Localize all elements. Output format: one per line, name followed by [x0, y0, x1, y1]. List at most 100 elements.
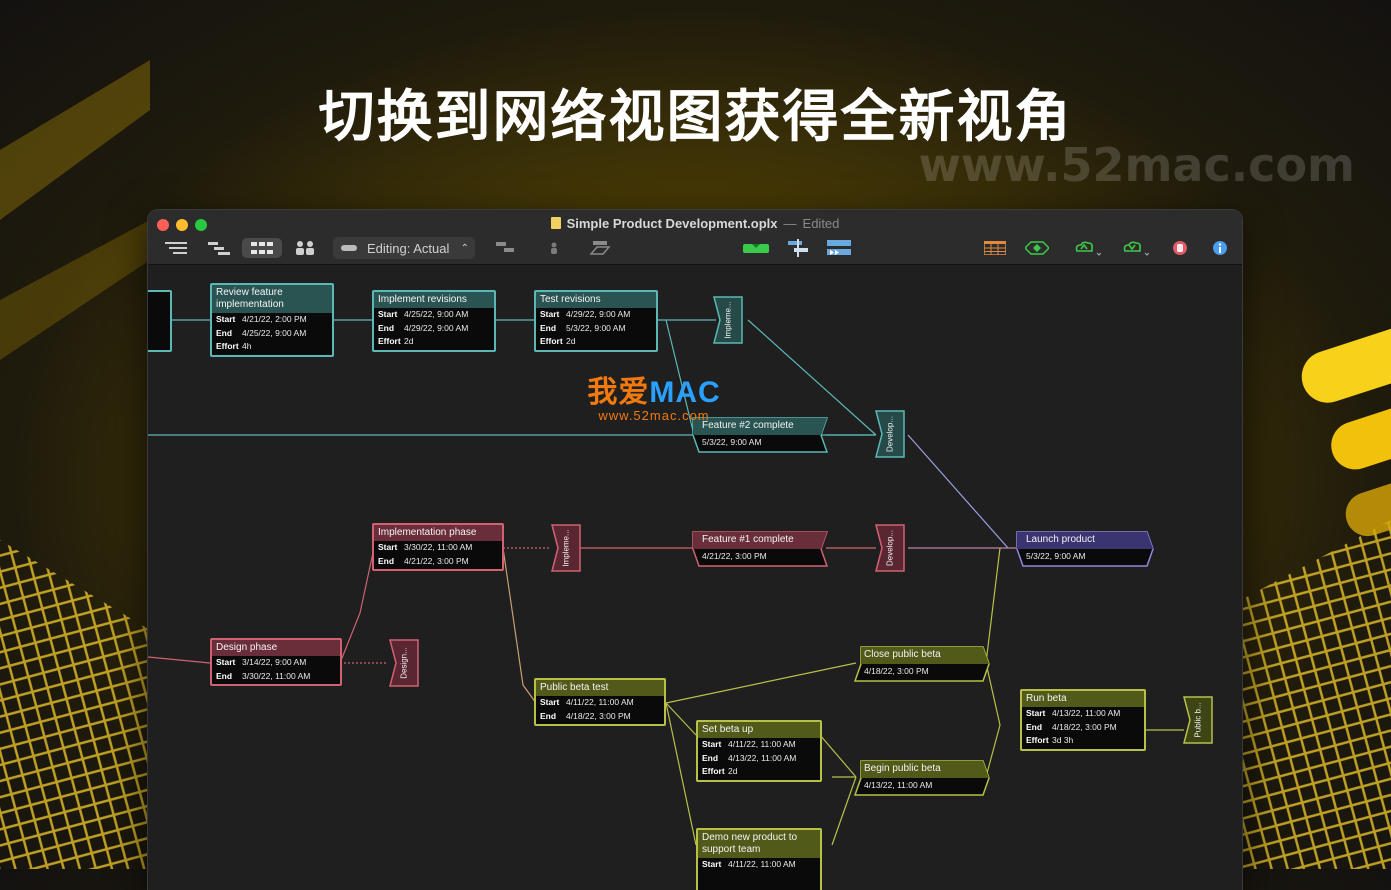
milestone-date: 4/13/22, 11:00 AM — [864, 780, 933, 790]
violations-icon[interactable] — [1170, 238, 1190, 258]
milestone-title: Feature #1 complete — [702, 534, 794, 545]
network-task-implement-revisions[interactable]: Implement revisions Start 4/25/22, 9:00 A… — [372, 290, 496, 352]
start-label: Start — [540, 309, 560, 319]
edited-status: Edited — [802, 216, 840, 231]
publish-icon[interactable] — [1072, 238, 1102, 258]
app-window: Simple Product Development.oplx — Edited E… — [148, 210, 1242, 890]
milestone-launch[interactable]: Launch product 5/3/22, 9:00 AM — [1016, 531, 1154, 567]
task-title: Design phase — [212, 640, 340, 656]
start-value: 4/21/22, 2:00 PM — [242, 314, 307, 324]
start-value: 4/25/22, 9:00 AM — [404, 309, 469, 319]
critical-path-icon[interactable] — [1024, 238, 1050, 258]
group-tag-develop-top[interactable]: Develop... — [874, 409, 906, 459]
outline-view-icon[interactable] — [163, 238, 189, 258]
resource-view-icon[interactable] — [292, 238, 318, 258]
start-label: Start — [216, 314, 236, 324]
milestone-feature2[interactable]: Feature #2 complete 5/3/22, 9:00 AM — [692, 417, 828, 453]
effort-label: Effort — [540, 336, 563, 346]
milestone-title: Feature #2 complete — [702, 420, 794, 431]
end-label: End — [216, 670, 233, 681]
start-value: 3/14/22, 9:00 AM — [242, 657, 307, 667]
group-tag-impleme-mid[interactable]: Impleme... — [550, 523, 582, 573]
start-value: 4/29/22, 9:00 AM — [566, 309, 631, 319]
level-resources-icon[interactable] — [826, 238, 852, 258]
start-value: 3/30/22, 11:00 AM — [404, 542, 473, 552]
milestone-date: 5/3/22, 9:00 AM — [702, 437, 762, 447]
editing-mode-select[interactable]: Editing: Actual ⌃ — [333, 237, 475, 259]
milestone-add-icon[interactable] — [742, 238, 770, 258]
document-title: Simple Product Development.oplx — Edited — [148, 216, 1242, 231]
network-view-icon[interactable] — [242, 238, 282, 258]
end-label: End — [378, 555, 395, 566]
group-tag-label: Impleme... — [561, 529, 571, 567]
end-label: End — [1026, 721, 1043, 732]
milestone-close-beta[interactable]: Close public beta 4/18/22, 3:00 PM — [854, 646, 990, 682]
connect-tasks-icon[interactable] — [494, 238, 518, 258]
end-label: End — [540, 322, 557, 333]
group-tag-label: Public b... — [1193, 702, 1203, 738]
watermark-logo-url: www.52mac.com — [598, 408, 710, 423]
effort-value: 3d 3h — [1052, 735, 1074, 745]
task-title: Run beta — [1022, 691, 1144, 707]
minimize-window-button[interactable] — [176, 219, 188, 231]
network-task-review[interactable]: Review feature implementation Start 4/21/… — [210, 283, 334, 357]
group-tag-design[interactable]: Design... — [388, 638, 420, 688]
milestone-date: 5/3/22, 9:00 AM — [1026, 551, 1086, 561]
start-label: Start — [216, 657, 236, 667]
assign-resource-icon[interactable] — [544, 238, 564, 258]
start-label: Start — [378, 309, 398, 319]
end-label: End — [216, 327, 233, 338]
task-title: Public beta test — [536, 680, 664, 696]
network-canvas[interactable]: Review feature implementation Start 4/21/… — [148, 265, 1242, 890]
dependency-lines — [148, 319, 1184, 846]
group-tag-label: Impleme... — [723, 301, 733, 339]
watermark-logo-en: MAC — [649, 376, 721, 409]
start-value: 4/13/22, 11:00 AM — [1052, 708, 1121, 718]
milestone-begin-beta[interactable]: Begin public beta 4/13/22, 11:00 AM — [854, 760, 990, 796]
end-value: 4/25/22, 9:00 AM — [242, 327, 307, 338]
task-title: Review feature implementation — [212, 285, 332, 313]
task-title: Implement revisions — [374, 292, 494, 308]
zoom-window-button[interactable] — [195, 219, 207, 231]
group-tag-label: Develop... — [885, 415, 895, 453]
milestone-feature1[interactable]: Feature #1 complete 4/21/22, 3:00 PM — [692, 531, 828, 567]
inspector-icon[interactable] — [1210, 238, 1230, 258]
end-value: 4/13/22, 11:00 AM — [728, 752, 797, 763]
baseline-icon[interactable] — [588, 238, 612, 258]
watermark-logo: 我爱MAC www.52mac.com — [584, 377, 724, 423]
document-name: Simple Product Development.oplx — [566, 216, 778, 231]
chevron-updown-icon: ⌃ — [460, 242, 469, 254]
start-label: Start — [702, 859, 722, 869]
effort-value: 2d — [566, 336, 576, 346]
milestone-title: Begin public beta — [864, 763, 941, 774]
close-window-button[interactable] — [157, 219, 169, 231]
group-tag-public-b[interactable]: Public b... — [1182, 695, 1214, 745]
effort-value: 2d — [404, 336, 414, 346]
group-tag-label: Design... — [399, 647, 409, 679]
gantt-view-icon[interactable] — [206, 238, 232, 258]
group-tag-impleme-top[interactable]: Impleme... — [712, 295, 744, 345]
network-task-offscreen[interactable] — [148, 290, 172, 352]
watermark-url: www.52mac.com — [918, 138, 1355, 192]
task-title: Set beta up — [698, 722, 820, 738]
spreadsheet-icon[interactable] — [982, 238, 1008, 258]
editing-mode-label: Editing: Actual — [367, 240, 450, 256]
background-decoration — [0, 60, 1391, 869]
milestone-date: 4/21/22, 3:00 PM — [702, 551, 767, 561]
group-tag-develop-mid[interactable]: Develop... — [874, 523, 906, 573]
subscribe-icon[interactable] — [1120, 238, 1150, 258]
milestone-title: Close public beta — [864, 649, 941, 660]
end-value: 5/3/22, 9:00 AM — [566, 322, 626, 333]
effort-label: Effort — [702, 766, 725, 776]
end-value: 4/21/22, 3:00 PM — [404, 555, 469, 566]
task-title: Demo new product to support team — [698, 830, 820, 858]
split-task-icon[interactable] — [786, 238, 810, 258]
title-separator: — — [783, 216, 797, 231]
